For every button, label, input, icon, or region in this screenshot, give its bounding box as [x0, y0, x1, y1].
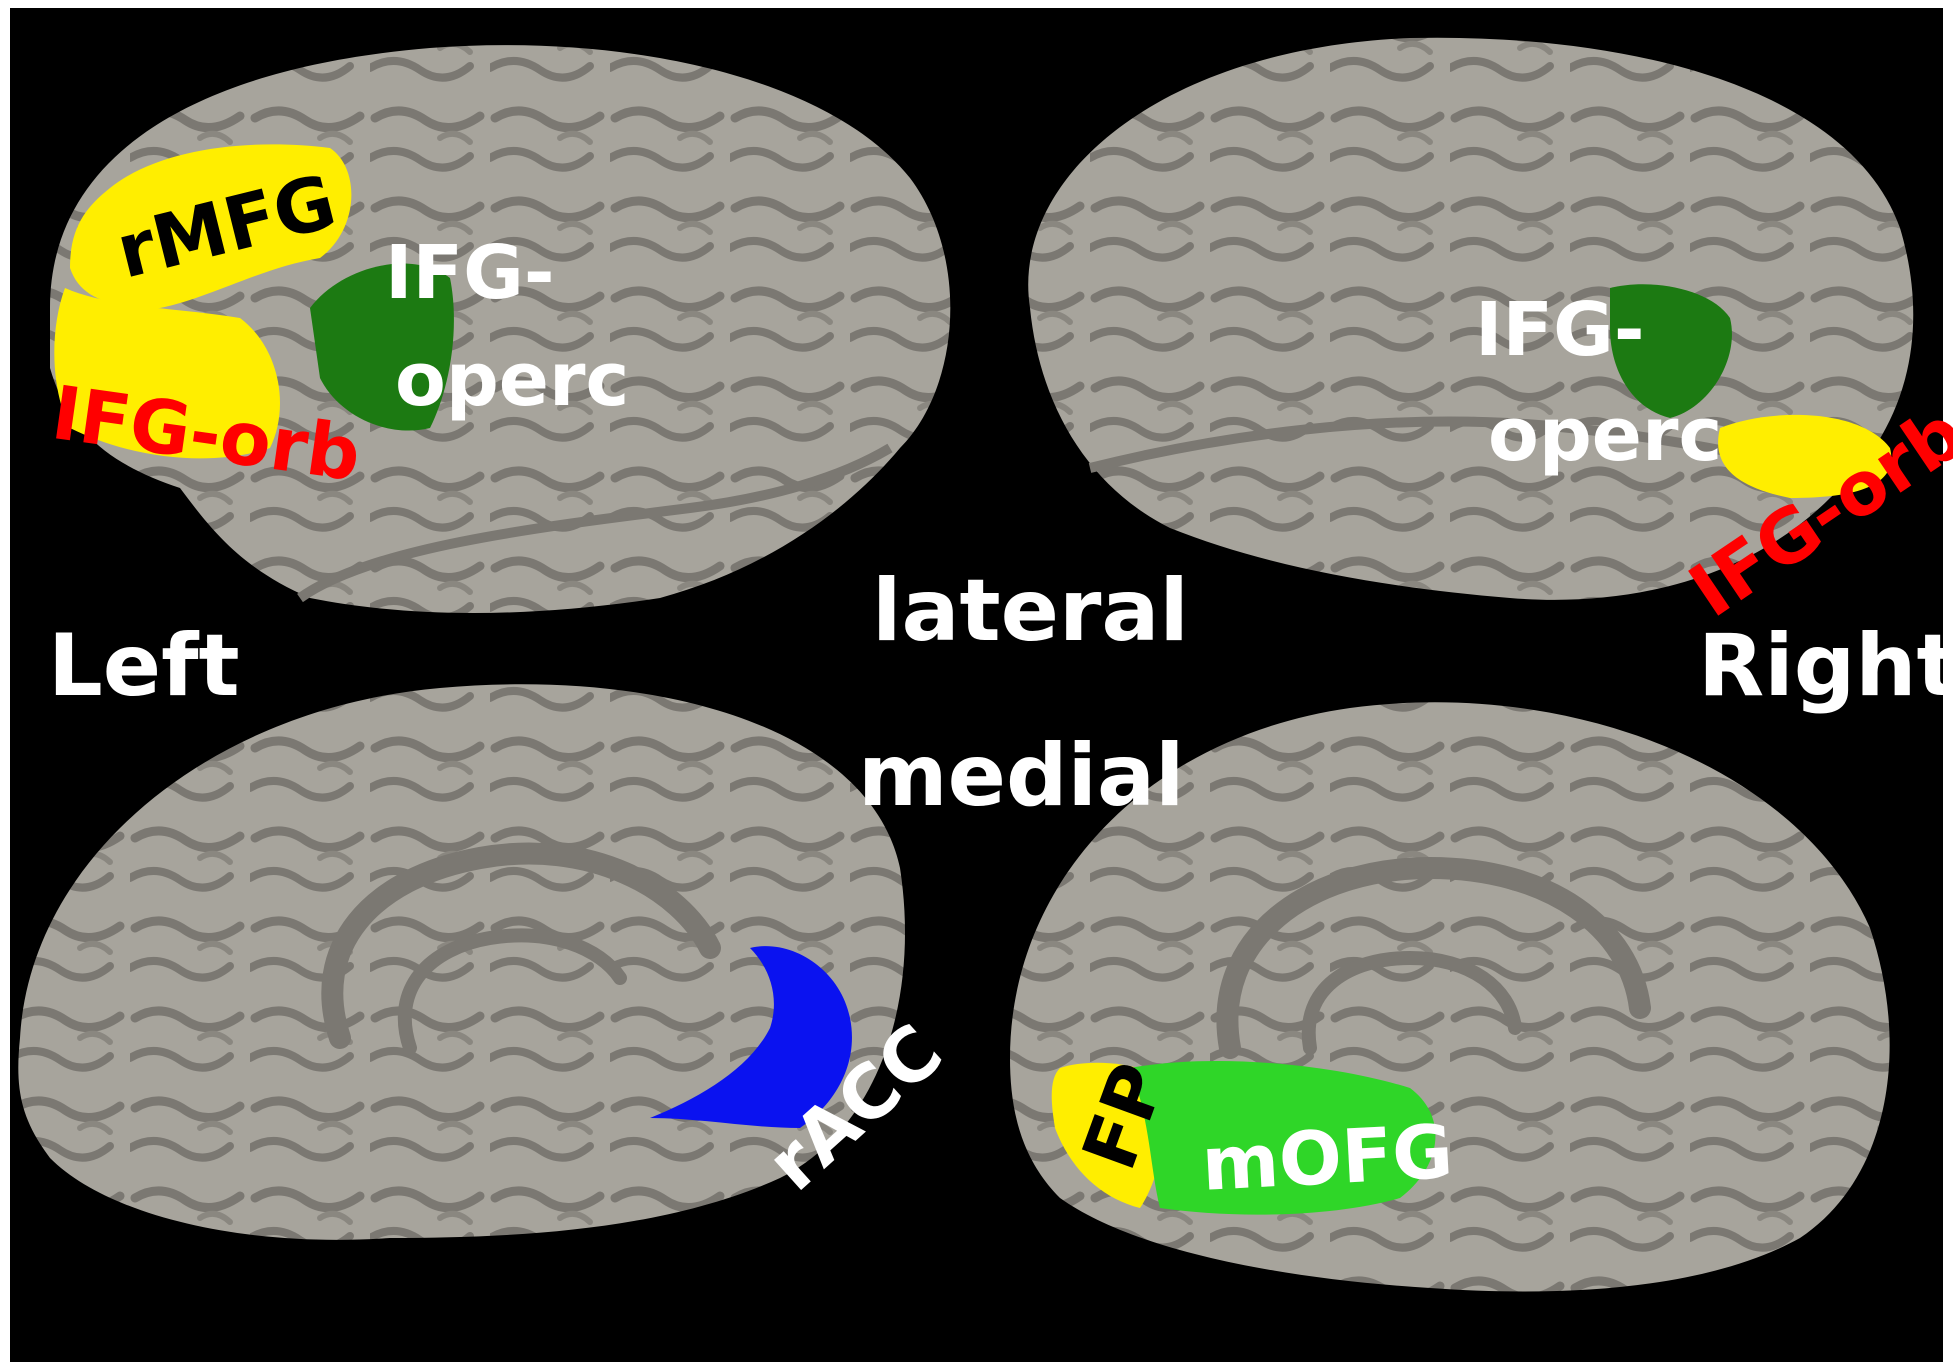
label-lateral: lateral [872, 561, 1189, 661]
IFG-operc-region-left [310, 263, 454, 431]
label-IFG-operc-right-line2: operc [1488, 392, 1723, 478]
left-lateral-hemisphere [50, 45, 951, 613]
IFG-operc-region-right [1610, 284, 1732, 418]
label-left: Left [48, 616, 240, 716]
IFG-orb-region-left [54, 288, 281, 459]
label-IFG-operc-left-line1: IFG- [385, 230, 555, 316]
label-mOFG: mOFG [1199, 1108, 1456, 1208]
label-IFG-operc-left-line2: operc [395, 337, 630, 423]
rACC-region [650, 946, 852, 1128]
label-IFG-operc-right-line1: IFG- [1475, 287, 1645, 373]
figure-panel: Left Right lateral medial rMFG IFG- oper… [10, 8, 1953, 1362]
IFG-orb-region-right [1718, 414, 1892, 498]
label-right: Right [1698, 616, 1953, 716]
rMFG-region [70, 144, 352, 308]
left-medial-hemisphere [18, 684, 905, 1240]
right-lateral-hemisphere [1028, 37, 1914, 600]
mOFG-region [1130, 1060, 1436, 1215]
label-medial: medial [858, 726, 1185, 826]
FP-region [1051, 1062, 1164, 1208]
right-medial-hemisphere [1010, 702, 1890, 1292]
brain-figure-svg [18, 37, 1914, 1292]
